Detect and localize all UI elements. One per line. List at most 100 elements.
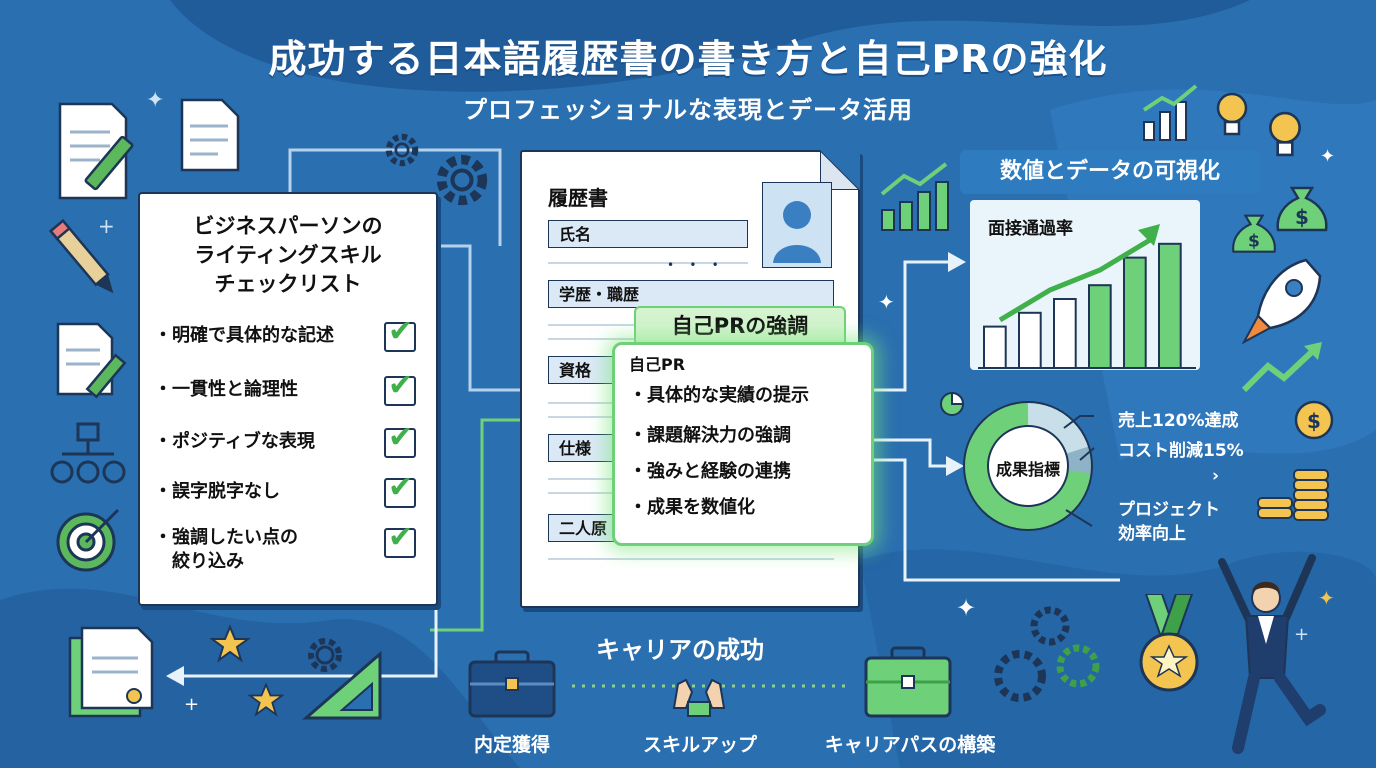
checklist-item: ・誤字脱字なし (154, 481, 280, 502)
field-line (548, 402, 638, 404)
ruler-triangle-icon (301, 650, 382, 720)
self-pr-item: ・強みと経験の連携 (629, 461, 791, 482)
checkmark-icon: ✔ (388, 520, 414, 555)
gear-icon-top (385, 133, 419, 167)
chart-bar (1053, 298, 1077, 369)
coin-stack-icon (1257, 469, 1329, 521)
field-line (548, 262, 748, 264)
document-edit-icon (56, 322, 127, 399)
money-bag-icon-small: $ (1232, 214, 1276, 253)
chart-bar (1088, 284, 1112, 369)
chart-bar (1123, 256, 1147, 369)
checklist-item: ・一貫性と論理性 (154, 379, 298, 400)
chart-bar (1018, 311, 1042, 370)
page-subtitle: プロフェッショナルな表現とデータ活用 (463, 96, 913, 124)
checkbox-checked[interactable]: ✔ (384, 520, 416, 558)
trend-arrow-icon (1241, 342, 1322, 393)
sparkle-icon: + (98, 214, 115, 238)
checklist-item: ・ポジティブな表現 (154, 431, 315, 452)
metric-sales: 売上120%達成 (1118, 411, 1239, 431)
chart-bar (983, 325, 1007, 369)
document-icon (180, 98, 240, 172)
chart-bar (1158, 242, 1182, 369)
checkmark-icon: ✔ (388, 470, 414, 505)
field-line (548, 558, 834, 560)
career-success-title: キャリアの成功 (596, 636, 764, 664)
self-pr-item: ・課題解決力の強調 (629, 425, 791, 446)
field-name: 氏名 (548, 220, 748, 248)
page-title: 成功する日本語履歴書の書き方と自己PRの強化 (268, 37, 1108, 81)
org-chart-icon (50, 422, 126, 484)
growth-chart-icon (880, 162, 949, 231)
checkbox-checked[interactable]: ✔ (384, 470, 416, 508)
document-pencil-icon (58, 102, 134, 200)
sparkle-icon: + (184, 694, 200, 715)
self-pr-heading: 自己PR (629, 355, 686, 374)
celebrating-person-icon (1218, 554, 1326, 754)
medal-icon (1139, 594, 1199, 692)
career-step-skillup: スキルアップ (642, 734, 757, 756)
checkbox-checked[interactable]: ✔ (384, 314, 416, 352)
coin-icon: $ (1294, 400, 1334, 440)
field-specification: 仕様 (548, 434, 614, 462)
svg-text:$: $ (1307, 409, 1321, 433)
checkmark-icon: ✔ (388, 368, 414, 403)
writing-skill-checklist: ビジネスパーソンの ライティングスキル チェックリスト ・明確で具体的な記述 ✔… (138, 192, 438, 606)
data-visualization-title: 数値とデータの可視化 (960, 150, 1260, 194)
donut-center-label: 成果指標 (995, 460, 1060, 479)
svg-text:$: $ (1295, 205, 1309, 229)
gear-icon (308, 638, 342, 672)
gears-icon (994, 606, 1100, 702)
certificate-icon (68, 626, 154, 718)
sparkle-icon: ✦ (1320, 146, 1336, 167)
pencil-icon (48, 218, 114, 294)
sparkle-icon: ✦ (878, 290, 895, 314)
page-fold-icon (820, 150, 860, 190)
checklist-item: ・強調したい点の 絞り込み (154, 527, 298, 572)
field-qualification: 資格 (548, 356, 614, 384)
chart-title: 面接通過率 (988, 219, 1073, 239)
career-step-offer: 内定獲得 (473, 734, 550, 756)
photo-placeholder (762, 182, 832, 268)
checklist-title: ビジネスパーソンの ライティングスキル チェックリスト (193, 214, 383, 296)
trend-arrowhead (1138, 224, 1160, 246)
checkbox-checked[interactable]: ✔ (384, 420, 416, 458)
field-line (548, 416, 638, 418)
metric-project: プロジェクト 効率向上 (1118, 500, 1220, 544)
sparkle-icon: ✦ (146, 88, 165, 113)
self-pr-item: ・成果を数値化 (629, 497, 755, 518)
field-line (548, 492, 638, 494)
teamwork-hands-icon (672, 678, 726, 717)
self-pr-box: 自己PR ・具体的な実績の提示 ・課題解決力の強調 ・強みと経験の連携 ・成果を… (612, 342, 874, 546)
dots-icon: • • • (667, 258, 719, 272)
field-line (548, 478, 638, 480)
briefcase-icon (468, 650, 556, 718)
metric-cost: コスト削減15% (1118, 441, 1244, 461)
star-icon-small (248, 682, 284, 717)
self-pr-item: ・具体的な実績の提示 (629, 385, 809, 406)
field-education: 学歴・職歴 (548, 280, 834, 308)
rocket-icon (1241, 258, 1322, 345)
lightbulb-icon-large (1269, 111, 1301, 157)
career-step-path: キャリアパスの構築 (824, 734, 996, 756)
chevron-right-icon: › (1212, 466, 1220, 486)
sparkle-icon: ✦ (1318, 586, 1335, 610)
pie-icon (940, 391, 965, 416)
bar-growth-icon (1142, 84, 1198, 141)
money-bag-icon: $ (1276, 186, 1328, 232)
svg-text:$: $ (1248, 232, 1260, 252)
checkmark-icon: ✔ (388, 420, 414, 455)
sparkle-icon: + (1294, 624, 1310, 645)
gear-icon-large (436, 154, 488, 206)
target-icon (56, 508, 120, 572)
briefcase-icon-green (864, 646, 952, 718)
resume-title: 履歴書 (548, 186, 608, 210)
person-icon (773, 201, 821, 263)
checkbox-checked[interactable]: ✔ (384, 368, 416, 406)
checklist-item: ・明確で具体的な記述 (154, 325, 334, 346)
outcome-donut-chart (963, 401, 1095, 531)
lightbulb-icon (1216, 92, 1248, 136)
bar-chart-svg (978, 224, 1196, 370)
checkmark-icon: ✔ (388, 314, 414, 349)
star-icon (210, 624, 250, 663)
